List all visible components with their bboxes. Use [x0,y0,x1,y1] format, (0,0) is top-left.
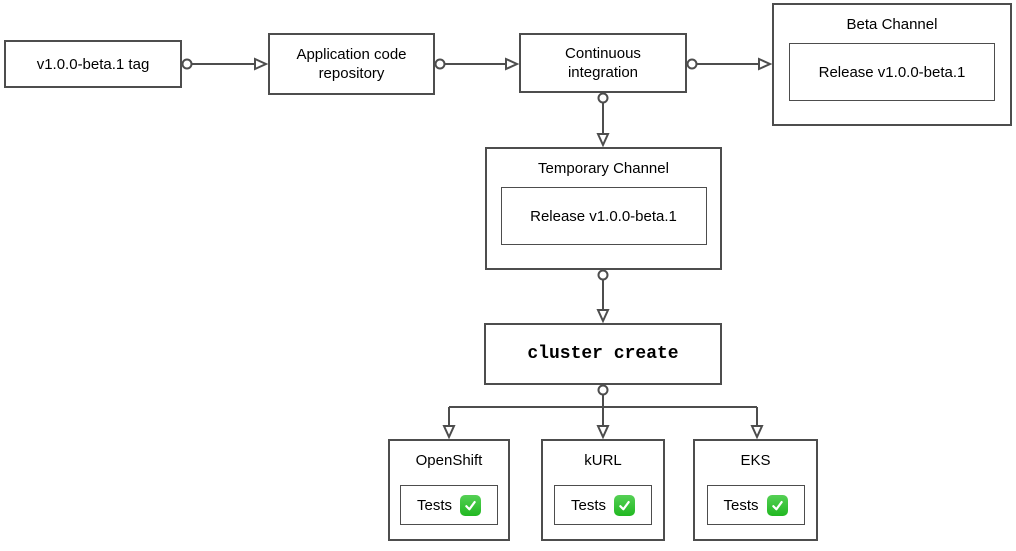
node-cluster-create: cluster create [484,323,722,385]
node-continuous-integration: Continuous integration [519,33,687,93]
kurl-title: kURL [584,452,622,469]
edge-repo-to-ci [434,57,520,71]
continuous-integration-label: Continuous integration [565,45,641,81]
node-version-tag: v1.0.0-beta.1 tag [4,40,182,88]
node-temporary-channel: Temporary Channel Release v1.0.0-beta.1 [485,147,722,270]
eks-tests-label: Tests [723,496,759,514]
temporary-channel-release-box: Release v1.0.0-beta.1 [500,187,707,245]
edge-cluster-create-to-platforms [442,384,764,440]
node-eks: EKS Tests [693,439,818,541]
app-code-repository-label: Application code repository [296,46,407,82]
kurl-tests-label: Tests [570,496,606,514]
beta-channel-release-box: Release v1.0.0-beta.1 [789,43,995,101]
edge-ci-to-temp-channel [596,92,610,148]
node-app-code-repository: Application code repository [268,33,435,95]
check-mark-icon [766,494,788,516]
node-kurl: kURL Tests [541,439,665,541]
openshift-tests-label: Tests [416,496,452,514]
edge-tag-to-repo [181,57,269,71]
check-mark-icon [460,494,481,516]
temporary-channel-release-label: Release v1.0.0-beta.1 [530,207,677,225]
eks-title: EKS [740,452,771,469]
node-openshift: OpenShift Tests [388,439,510,541]
node-beta-channel: Beta Channel Release v1.0.0-beta.1 [772,3,1012,126]
openshift-tests-box: Tests [400,485,498,525]
cluster-create-label: cluster create [527,343,679,364]
version-tag-label: v1.0.0-beta.1 tag [36,55,150,73]
edge-ci-to-beta-channel [686,57,773,71]
eks-tests-box: Tests [706,485,805,525]
beta-channel-title: Beta Channel [846,16,938,33]
temporary-channel-title: Temporary Channel [538,160,669,177]
check-mark-icon [614,494,635,516]
beta-channel-release-label: Release v1.0.0-beta.1 [818,63,966,81]
edge-temp-channel-to-cluster-create [596,269,610,324]
kurl-tests-box: Tests [554,485,652,525]
openshift-title: OpenShift [415,452,483,469]
